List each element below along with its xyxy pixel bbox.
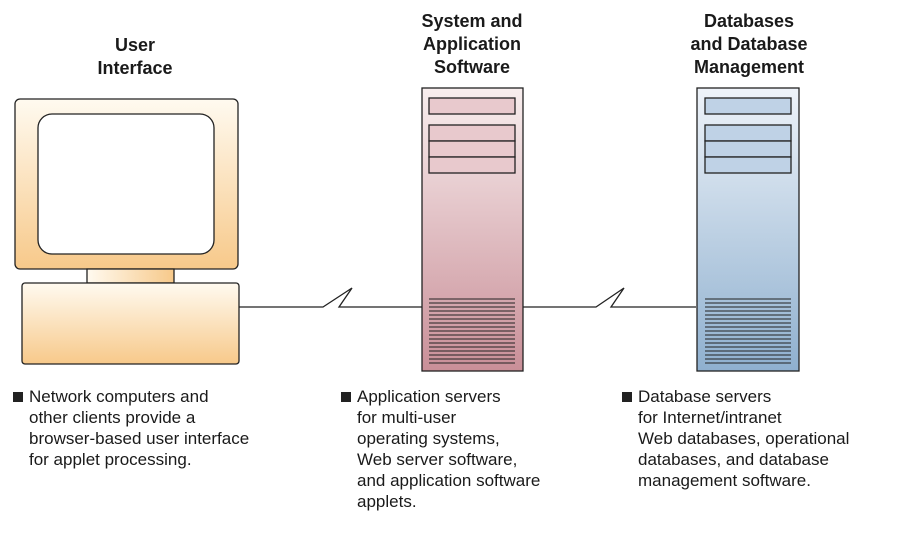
bullet-text: Database servers for Internet/intranet W… xyxy=(638,387,850,490)
bullet-database-management: Database servers for Internet/intranet W… xyxy=(622,386,912,498)
network-link-icon xyxy=(514,287,696,308)
bullet-square-icon xyxy=(341,392,351,402)
heading-application-software: System and Application Software xyxy=(421,11,523,77)
bullet-application-software: Application servers for multi-user opera… xyxy=(341,386,601,520)
heading-database-management: Databases and Database Management xyxy=(690,11,808,77)
bullet-text: Application servers for multi-user opera… xyxy=(357,387,541,511)
database-server-icon xyxy=(696,87,800,372)
application-server-icon xyxy=(421,87,524,372)
network-link-icon xyxy=(239,287,422,308)
computer-icon xyxy=(14,98,240,365)
bullet-user-interface: Network computers and other clients prov… xyxy=(13,386,303,476)
bullet-square-icon xyxy=(622,392,632,402)
bullet-text: Network computers and other clients prov… xyxy=(29,387,250,469)
heading-user-interface: User Interface xyxy=(97,35,173,78)
bullet-square-icon xyxy=(13,392,23,402)
